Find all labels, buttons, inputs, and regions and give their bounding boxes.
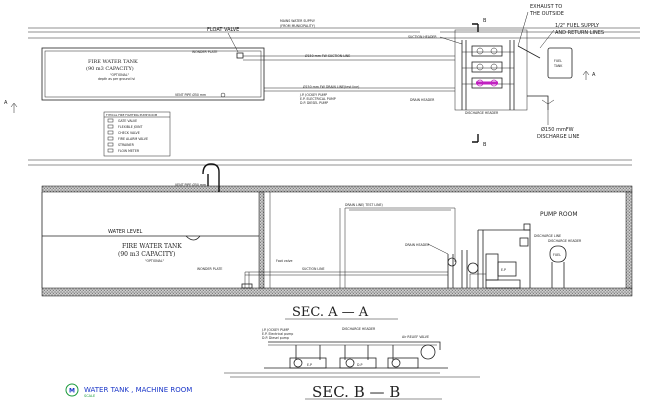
plan-suction-line: Ø150 mm FW SUCTION LINE [305,53,350,58]
sec-bb-pump-1-label: E.P [307,363,312,367]
sec-aa-suction-line: SUCTION LINE [302,267,325,271]
sec-aa-pump-ep-label: E.P [501,268,506,272]
legend-item: FLEXIBLE JOINT [118,125,143,129]
floor-slab [41,287,633,297]
sec-bb-relief-valve: Air RELIEF VALVE [402,335,429,339]
plan-tank-title-2: (90 m3 CAPACITY) [86,65,134,72]
legend-item: FLOW METER [118,149,140,153]
plan-exhaust-1: EXHAUST TO [530,4,562,10]
sec-aa-pump-assembly: E.P [447,223,531,289]
plan-mains-1: MAINS WATER SUPPLY [280,19,315,23]
valve-legend: TYPICAL FIRE FIGHTING PUMP ROOM GATE VAL… [103,111,171,157]
sec-aa-title: SEC. A — A [292,305,369,320]
sec-bb-title: SEC. B — B [312,383,400,400]
sec-bb-pump-1: E.P [289,345,327,369]
sec-aa-tank-title-1: FIRE WATER TANK [122,243,182,250]
sec-aa-tank-optional: "OPTIONAL" [145,259,165,263]
dividing-wall [258,191,265,289]
plan-float-valve: FLOAT VALVE [207,27,239,33]
plan-mains-2: (FROM MUNICIPALITY) [280,24,315,28]
sec-aa-vent-pipe: VENT PIPE Ø50 mm [175,182,206,187]
sec-aa-fuel-label: FUEL [553,253,561,257]
plan-tank-note: depth as per ground lvl [98,77,135,81]
plan-fuel-1: 1/2" FUEL SUPPLY [555,23,600,29]
legend-item: GATE VALVE [118,119,137,123]
relief-valve-icon [420,344,436,360]
sec-aa-water-level: WATER LEVEL [108,229,143,235]
plan-tank-optional: "OPTIONAL" [110,73,130,77]
fuel-tank-icon [547,47,573,79]
sec-bb-pump-3 [387,345,419,369]
plan-suction-header: SUCTION HEADER [408,35,437,39]
title-block: M WATER TANK , MACHINE ROOM SCALE [65,383,192,398]
plan-discharge-line-2: DISCHARGE LINE [537,134,579,140]
legend-item: FIRE ALARM VALVE [118,137,148,141]
plan-pump-legend-2: D.P. DIESEL PUMP [300,101,328,105]
sec-aa-discharge-line: DISCHARGE LINE [534,234,561,238]
plan-fuel-tank-2: TANK [553,64,563,68]
plan-fuel-tank-1: FUEL [554,59,562,63]
section-bb: J.P. JOCKEY PUMP E.P. Electrical pump D.… [224,327,480,400]
plan-discharge-line-1: Ø150 mmFW [541,126,574,133]
plan-vent-pipe: VENT PIPE Ø50 mm [175,92,206,97]
sec-aa-drain-line: DRAIN LINE( TEST LINE) [345,203,383,207]
vent-pipe-gooseneck [202,163,220,192]
sec-bb-legend-2: D.P. Diesel pump [262,336,289,340]
vent-pipe-icon [220,92,226,98]
sec-bb-pump-2-label: D.P [357,363,362,367]
legend-item: STRAINER [118,143,135,147]
plan-exhaust-2: THE OUTSIDE [529,11,564,17]
sec-aa-foot-valve: Foot valve [276,259,292,263]
roof-slab [41,185,633,193]
sec-bb-legend-0: J.P. JOCKEY PUMP [261,328,289,332]
legend-title: TYPICAL FIRE FIGHTING PUMP ROOM [105,113,158,117]
sec-aa-fuel-tank: FUEL [549,245,567,288]
plan-pump-legend-1: E.P. ELECTRICAL PUMP [300,97,336,101]
plan-pump-units [471,45,503,89]
plan-view: FIRE WATER TANK (90 m3 CAPACITY) "OPTION… [4,4,640,148]
sec-aa-drain-header: DRAIN HEADER [405,243,430,247]
sec-bb-legend-1: E.P. Electrical pump [262,332,293,336]
sec-aa-tank-title-2: (90 m3 CAPACITY) [118,251,175,258]
drawing-badge-icon [65,383,79,397]
drawing-scale: SCALE [84,394,95,398]
legend-items: GATE VALVE FLEXIBLE JOINT CHECK VALVE FI… [107,118,148,153]
plan-tank-outline [41,47,265,101]
legend-item: CHECK VALVE [118,131,140,135]
section-aa: VENT PIPE Ø50 mm WATER LEVEL FIRE WATER … [28,159,633,320]
plan-section-b-top: B [483,18,487,24]
plan-fuel-2: AND RETURN LINES [555,30,604,36]
drawing-title: WATER TANK , MACHINE ROOM [84,386,192,394]
plan-drain-header: DRAIN HEADER [410,98,435,102]
plan-discharge-header: DISCHARGE HEADER [465,111,499,115]
plan-pump-room [454,29,528,111]
foot-valve-icon [241,283,253,289]
sec-aa-discharge-header: DISCHARGE HEADER [548,239,582,243]
plan-section-a-right: A [592,72,596,78]
sec-bb-pump-2: D.P [339,345,377,369]
drawing-badge-letter: M [69,388,75,395]
plan-drain-line: Ø150 mm FW DRAIN LINE(test line) [303,84,359,89]
sec-bb-discharge-header: DISCHARGE HEADER [342,327,376,331]
sec-aa-wonder-plate: WONDER PLATE [197,267,222,271]
plan-section-a-left: A [4,100,8,106]
plan-wonder-plate: WONDER PLATE [192,50,217,54]
float-valve-icon [236,52,244,59]
plan-tank-title-1: FIRE WATER TANK [88,59,138,65]
sec-aa-pump-room: PUMP ROOM [540,211,578,218]
plan-pump-legend-0: J.P. JOCKEY PUMP [299,93,327,97]
plan-section-b-bottom: B [483,142,487,148]
